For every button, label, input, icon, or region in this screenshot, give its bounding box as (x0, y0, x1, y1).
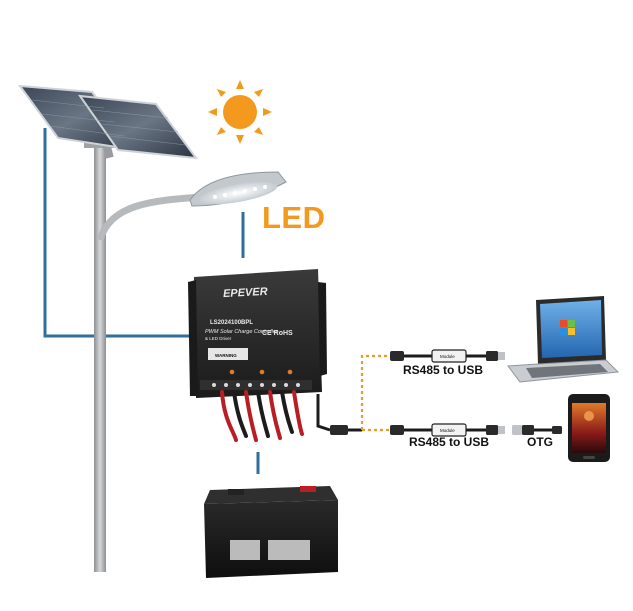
led-label: LED (262, 200, 326, 235)
otg-adapter (512, 425, 562, 435)
controller-subtitle: & LED Driver (205, 336, 232, 341)
rs485-to-usb-label-bottom: RS485 to USB (409, 435, 490, 449)
street-light-pole (84, 135, 206, 572)
controller-certifications: CE RoHS (262, 330, 293, 337)
rs485-port-cable (316, 394, 362, 435)
solar-panel (17, 84, 199, 160)
module-label-bottom: Module (440, 428, 455, 433)
rs485-to-usb-label-top: RS485 to USB (403, 363, 484, 377)
controller-product-name: PWM Solar Charge Controller (205, 329, 278, 335)
charge-controller (188, 269, 327, 398)
laptop-icon (507, 296, 620, 383)
controller-brand-logo: EPEVER (222, 285, 268, 301)
controller-model-number: LS2024100BPL (210, 320, 254, 326)
usb-adapter-bottom (390, 423, 505, 437)
module-label-top: Module (440, 354, 455, 359)
usb-adapter-top (390, 349, 505, 363)
panel-wire (43, 128, 190, 338)
sun-icon (208, 80, 272, 144)
battery-icon (204, 486, 338, 578)
otg-label: OTG (527, 435, 553, 449)
dotted-connection (360, 354, 390, 432)
smartphone-icon (568, 394, 610, 462)
led-lamp-head (189, 171, 287, 207)
controller-warning-label: WARNING (215, 353, 237, 358)
controller-cables (220, 390, 304, 442)
wiring-lines (43, 128, 260, 474)
